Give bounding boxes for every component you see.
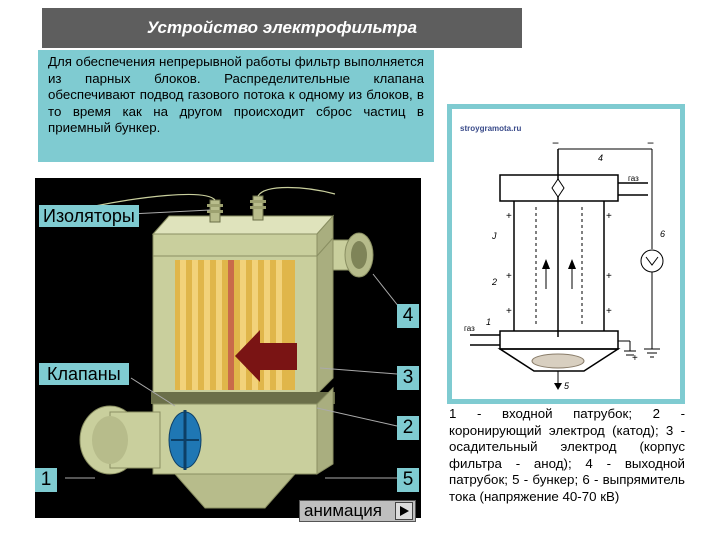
callout-2: 2 (397, 416, 419, 440)
valve-disc (168, 410, 202, 470)
precipitator-3d-scene: Изоляторы Клапаны 4 3 2 1 5 (35, 178, 421, 518)
inlet-duct (79, 405, 161, 475)
description-text: Для обеспечения непрерывной работы фильт… (38, 50, 434, 162)
legend-text: 1 - входной патрубок; 2 - коронирующий э… (449, 406, 685, 504)
plus-sign: + (606, 271, 612, 282)
callout-1: 1 (35, 468, 57, 492)
gas-flow-arrow (235, 330, 297, 382)
precipitator-illustration (65, 186, 404, 509)
label-valves: Клапаны (39, 363, 129, 385)
label-5: 5 (564, 381, 570, 391)
plus-sign-ground: + (632, 353, 638, 364)
schematic-frame: stroygramota.ru газ (447, 104, 685, 404)
watermark-text: stroygramota.ru (460, 124, 521, 133)
plus-sign: + (606, 211, 612, 222)
label-j: J (491, 231, 497, 241)
plus-sign: + (506, 211, 512, 222)
label-4: 4 (598, 153, 603, 163)
play-icon (395, 502, 413, 520)
minus-sign-rectifier: − (647, 136, 654, 150)
slide-title: Устройство электрофильтра (42, 8, 522, 48)
label-insulators: Изоляторы (39, 205, 139, 227)
plus-sign: + (506, 271, 512, 282)
schematic-svg: stroygramota.ru газ (460, 124, 665, 391)
callout-4: 4 (397, 304, 419, 328)
gas-in-label: газ (464, 324, 475, 333)
electrode-plates (175, 260, 295, 390)
schematic-diagram: stroygramota.ru газ (452, 109, 680, 399)
animation-button[interactable]: анимация (299, 500, 416, 522)
callout-5: 5 (397, 468, 419, 492)
plus-sign: + (606, 306, 612, 317)
label-2: 2 (491, 277, 497, 287)
gas-out-label: газ (628, 174, 639, 183)
label-1: 1 (486, 317, 491, 327)
plus-sign: + (506, 306, 512, 317)
callout-3: 3 (397, 366, 419, 390)
minus-sign: − (552, 136, 559, 150)
label-6: 6 (660, 229, 665, 239)
outlet-duct (332, 232, 374, 278)
animation-button-label: анимация (304, 501, 382, 520)
